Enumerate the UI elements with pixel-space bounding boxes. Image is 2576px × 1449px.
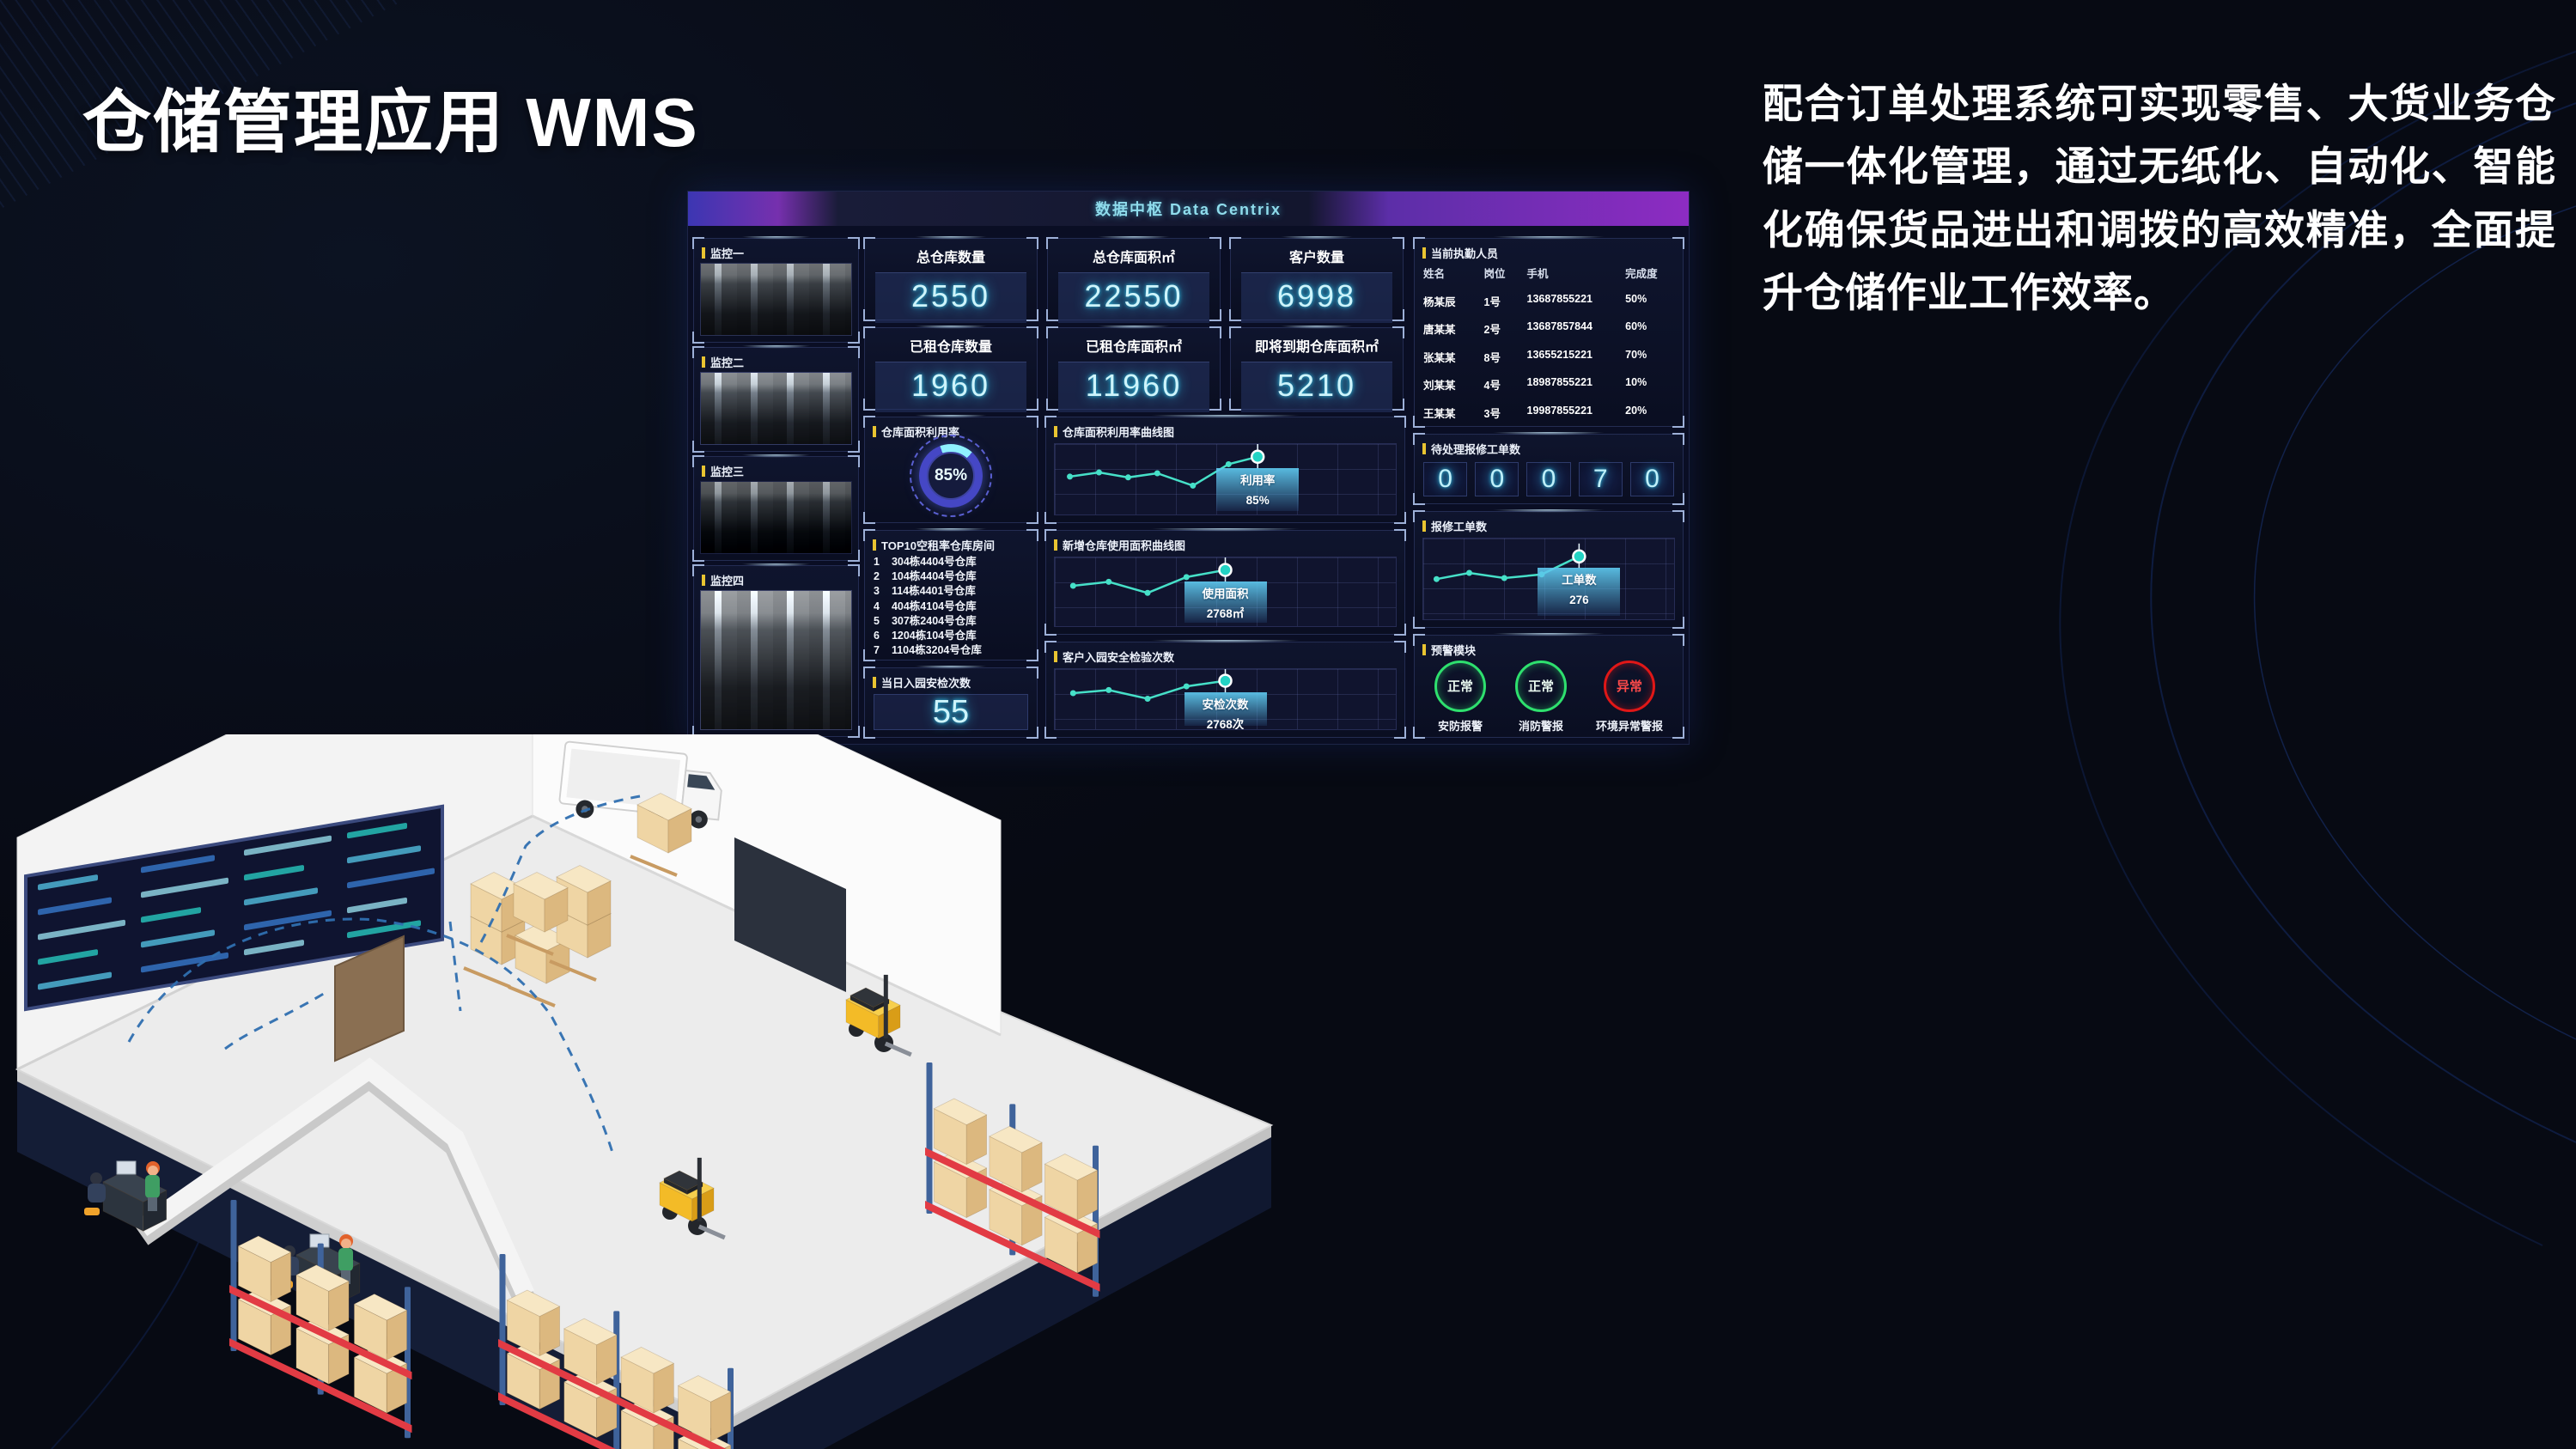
- panel-alerts: 预警模块 正常安防报警正常消防警报异常环境异常警报: [1413, 633, 1684, 739]
- monitor-label: 监控二: [694, 348, 858, 374]
- personnel-header: 姓名岗位手机完成度: [1423, 268, 1658, 280]
- description-text: 配合订单处理系统可实现零售、大货业务仓储一体化管理，通过无纸化、自动化、智能化确…: [1763, 81, 2556, 315]
- cctv-photo: [700, 481, 852, 554]
- alert-abnormal: 异常环境异常警报: [1596, 660, 1663, 734]
- hatch-decoration: [0, 0, 405, 210]
- monitor-label: 监控四: [694, 566, 858, 592]
- cctv-photo: [700, 372, 852, 445]
- panel-daily-checks: 当日入园安检次数 55: [863, 666, 1038, 739]
- stat-card: 客户数量 6998: [1229, 236, 1404, 323]
- stat-label: 已租仓库数量: [909, 340, 992, 355]
- warehouse-scene: [1312, 734, 2576, 1449]
- stat-value: 11960: [1058, 362, 1209, 412]
- panel-title: TOP10空租率仓库房间: [865, 531, 1037, 557]
- alert-normal: 正常消防警报: [1514, 660, 1567, 734]
- warehouse-inbound-illustration: [1312, 734, 2576, 1449]
- cctv-photo: [700, 263, 852, 336]
- stat-label: 即将到期仓库面积㎡: [1254, 340, 1379, 355]
- stat-label: 总仓库数量: [916, 251, 985, 265]
- alert-indicators: 正常安防报警正常消防警报异常环境异常警报: [1420, 660, 1678, 734]
- monitor-label: 监控一: [694, 239, 858, 265]
- stat-card: 已租仓库面积㎡ 11960: [1046, 326, 1221, 412]
- stat-label: 客户数量: [1288, 251, 1344, 265]
- utilization-gauge: 85%: [910, 435, 992, 518]
- stat-value: 22550: [1058, 272, 1209, 323]
- cctv-photo: [700, 590, 852, 730]
- warehouse-outbound-illustration: [0, 734, 1314, 1449]
- panel-monitor-4: 监控四: [692, 563, 860, 738]
- stat-card: 总仓库面积㎡ 22550: [1046, 236, 1221, 323]
- stat-value: 6998: [1241, 272, 1392, 323]
- panel-title: 当日入园安检次数: [865, 668, 1037, 694]
- panel-monitor-3: 监控三: [692, 454, 860, 562]
- dashboard-title: 数据中枢 Data Centrix: [1094, 201, 1282, 218]
- stat-label: 已租仓库面积㎡: [1085, 340, 1182, 355]
- stat-card: 总仓库数量 2550: [863, 236, 1038, 323]
- gauge-value: 85%: [927, 452, 975, 501]
- stat-value: 5210: [1241, 362, 1392, 412]
- panel-title: 当前执勤人员: [1415, 239, 1683, 265]
- panel-monitor-2: 监控二: [692, 345, 860, 453]
- page-title: 仓储管理应用 WMS: [82, 84, 699, 161]
- panel-title: 预警模块: [1415, 636, 1683, 661]
- dashboard-titlebar: 数据中枢 Data Centrix: [688, 192, 1689, 226]
- stat-label: 总仓库面积㎡: [1092, 251, 1175, 265]
- digit-box: 0: [1629, 462, 1675, 496]
- panel-title: 待处理报修工单数: [1415, 435, 1683, 460]
- alert-normal: 正常安防报警: [1434, 660, 1486, 734]
- data-centrix-dashboard: 数据中枢 Data Centrix 仓库面积利用率 85% 仓库面积利用率曲线图…: [687, 191, 1690, 745]
- stat-value: 2550: [875, 272, 1026, 323]
- panel-title: 仓库面积利用率曲线图: [1046, 417, 1404, 443]
- digit-box: 0: [1526, 462, 1571, 496]
- stat-value: 1960: [875, 362, 1026, 412]
- panel-utilization-gauge: 仓库面积利用率 85%: [863, 415, 1038, 524]
- warehouse-scene: [15, 734, 1274, 1449]
- daily-checks-value: 55: [874, 694, 1028, 730]
- stat-card: 已租仓库数量 1960: [863, 326, 1038, 412]
- digit-box: 0: [1423, 462, 1468, 496]
- monitor-label: 监控三: [694, 457, 858, 483]
- panel-title: 报修工单数: [1415, 512, 1683, 538]
- panel-title: 客户入园安全检验次数: [1046, 642, 1404, 668]
- panel-title: 新增仓库使用面积曲线图: [1046, 531, 1404, 557]
- digit-box: 0: [1475, 462, 1519, 496]
- stat-card: 即将到期仓库面积㎡ 5210: [1229, 326, 1404, 412]
- panel-monitor-1: 监控一: [692, 236, 860, 344]
- digit-box: 7: [1578, 462, 1623, 496]
